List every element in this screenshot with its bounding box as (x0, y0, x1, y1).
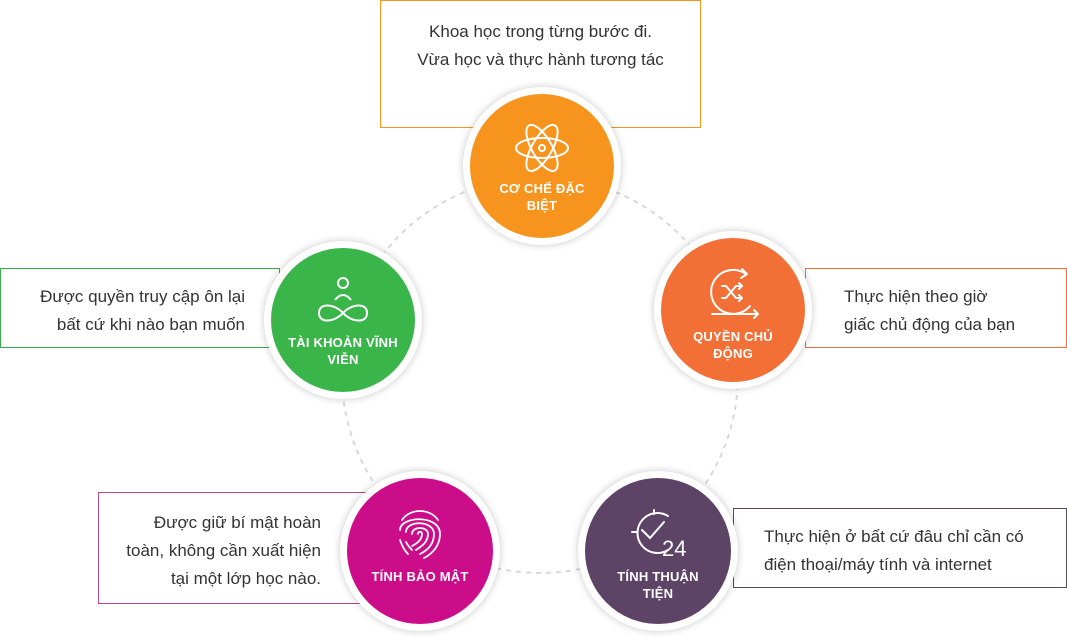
description-line: Được giữ bí mật hoàn (153, 513, 321, 532)
description-line: điện thoại/máy tính và internet (764, 555, 992, 574)
description-box-bottom-right: Thực hiện ở bất cứ đâu chỉ cần có điện t… (733, 508, 1067, 588)
node-label: TÍNH BẢO MẬT (371, 569, 469, 584)
node-label: CƠ CHẾ ĐẶC BIỆT (499, 181, 585, 213)
description-line: Thực hiện ở bất cứ đâu chỉ cần có (764, 527, 1024, 546)
node-label: QUYỀN CHỦ ĐỘNG (693, 329, 773, 361)
node-circle: TÍNH BẢO MẬT (347, 478, 493, 624)
description-box-bottom-left: Được giữ bí mật hoàn toàn, không cần xuấ… (98, 492, 368, 604)
description-line: Thực hiện theo giờ (844, 287, 988, 306)
svg-text:24: 24 (662, 536, 686, 561)
description-line: Được quyền truy cập ôn lại (40, 287, 245, 306)
description-line: giấc chủ động của bạn (844, 315, 1016, 334)
node-tinh-bao-mat: TÍNH BẢO MẬT (340, 471, 500, 631)
description-line: Khoa học trong từng bước đi. (429, 22, 652, 41)
shuffle-cycle-icon (710, 268, 759, 319)
node-circle: 24 TÍNH THUẬN TIỆN (585, 478, 731, 624)
clock-24-icon: 24 (631, 509, 686, 561)
fingerprint-icon (399, 510, 441, 559)
node-label: TÍNH THUẬN TIỆN (617, 569, 699, 601)
infinity-person-icon (317, 277, 369, 322)
node-quyen-chu-dong: QUYỀN CHỦ ĐỘNG (654, 231, 812, 389)
node-tai-khoan-vinh-vien: TÀI KHOẢN VĨNH VIỄN (264, 241, 422, 399)
node-co-che-dac-biet: CƠ CHẾ ĐẶC BIỆT (463, 87, 621, 245)
description-box-left: Được quyền truy cập ôn lại bất cứ khi nà… (0, 268, 280, 348)
description-box-right: Thực hiện theo giờ giấc chủ động của bạn (805, 268, 1067, 348)
node-circle: CƠ CHẾ ĐẶC BIỆT (470, 94, 614, 238)
node-tinh-thuan-tien: 24 TÍNH THUẬN TIỆN (578, 471, 738, 631)
node-circle: QUYỀN CHỦ ĐỘNG (661, 238, 805, 382)
description-line: toàn, không cần xuất hiện (126, 541, 321, 560)
atom-icon (515, 123, 569, 173)
node-circle: TÀI KHOẢN VĨNH VIỄN (271, 248, 415, 392)
node-label: TÀI KHOẢN VĨNH VIỄN (288, 335, 398, 367)
description-line: tại một lớp học nào. (170, 569, 321, 588)
description-line: bất cứ khi nào bạn muốn (56, 315, 245, 334)
description-line: Vừa học và thực hành tương tác (417, 50, 664, 69)
